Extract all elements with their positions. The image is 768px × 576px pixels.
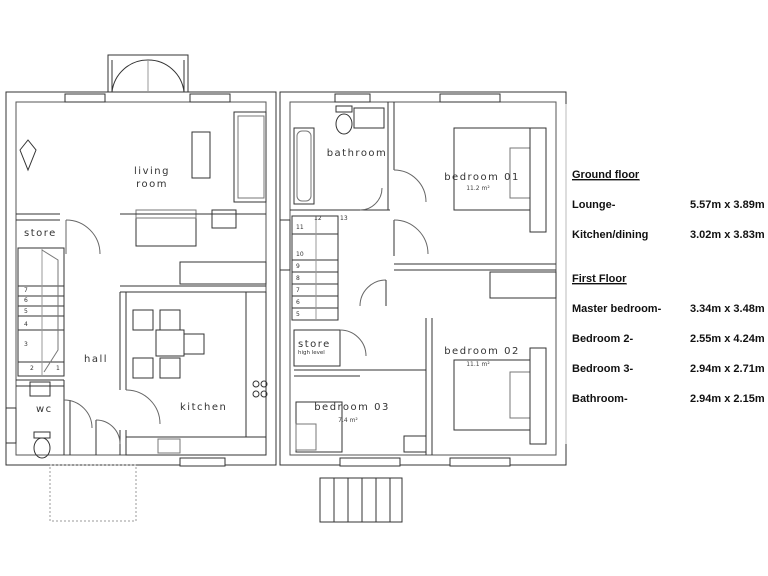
- steps: [319, 477, 403, 523]
- legend-label: Bathroom-: [572, 393, 628, 405]
- kitchen-table: [155, 329, 185, 357]
- legend-value: 3.02m x 3.83m: [690, 229, 765, 241]
- sofa-2: [135, 209, 197, 247]
- stair-num: 7: [296, 287, 300, 294]
- kitchen-counter-bottom: [125, 436, 267, 456]
- wc-label: wc: [36, 404, 53, 415]
- bedroom02-label: bedroom 02: [444, 346, 520, 357]
- kitchen-label: kitchen: [180, 402, 227, 413]
- bathroom-sink: [353, 107, 385, 129]
- ground-floor: [5, 54, 277, 522]
- stair-num: 9: [296, 263, 300, 270]
- window: [334, 93, 371, 103]
- window: [279, 219, 291, 271]
- window: [449, 457, 511, 467]
- stair-numbers-ground: 7 6 5 4 3 2 1: [24, 287, 60, 372]
- first-floor-heading: First Floor: [572, 273, 627, 285]
- legend-label: Lounge-: [572, 199, 616, 211]
- garden-doors: [107, 54, 189, 93]
- legend-label: Bedroom 2-: [572, 333, 633, 345]
- legend-value: 3.34m x 3.48m: [690, 303, 765, 315]
- store-ground-label: store: [24, 228, 57, 239]
- window: [5, 407, 17, 444]
- legend-label: Bedroom 3-: [572, 363, 633, 375]
- bed-02: [453, 359, 531, 431]
- store-first-sublabel: high level: [298, 350, 325, 356]
- legend-label: Master bedroom-: [572, 303, 662, 315]
- porch: [49, 464, 137, 522]
- stair-num: 11: [296, 224, 304, 231]
- living-room-label-1: living: [134, 166, 170, 177]
- legend-label: Kitchen/dining: [572, 229, 648, 241]
- legend-value: 2.94m x 2.71m: [690, 363, 765, 375]
- store-first: [293, 329, 341, 367]
- first-floor: [279, 91, 567, 523]
- lamp: [19, 139, 37, 172]
- hall-label: hall: [84, 354, 108, 365]
- sofa: [233, 111, 267, 203]
- stair-num: 13: [340, 215, 348, 222]
- desk: [489, 271, 557, 299]
- window: [179, 457, 226, 467]
- stair-num: 8: [296, 275, 300, 282]
- stair-numbers-first: 11 10 12 13 9 8 7 6 5: [296, 215, 348, 318]
- toilet: [335, 113, 353, 135]
- stair-num: 12: [314, 215, 322, 222]
- stair-num: 7: [24, 287, 28, 294]
- wc-basin: [29, 381, 51, 397]
- bedroom01-area: 11.2 m²: [466, 185, 490, 192]
- kitchen-counter: [245, 291, 267, 438]
- stair-num: 2: [30, 365, 34, 372]
- unit: [179, 261, 267, 285]
- window: [189, 93, 231, 103]
- dimensions-legend: Ground floor Lounge- 5.57m x 3.89m Kitch…: [565, 104, 765, 444]
- window: [339, 457, 401, 467]
- stair-num: 5: [24, 308, 28, 315]
- bedroom03-label: bedroom 03: [314, 402, 390, 413]
- wardrobe-02: [529, 347, 547, 445]
- dining-table-lounge: [191, 131, 211, 179]
- armchair: [211, 209, 237, 229]
- stair-num: 1: [56, 365, 60, 372]
- staircase-first: [291, 215, 339, 321]
- ground-inner-wall: [15, 101, 267, 456]
- window: [439, 93, 501, 103]
- legend-value: 5.57m x 3.89m: [690, 199, 765, 211]
- bedroom01-label: bedroom 01: [444, 172, 520, 183]
- window: [64, 93, 106, 103]
- stair-num: 5: [296, 311, 300, 318]
- stair-num: 4: [24, 321, 28, 328]
- legend-value: 2.55m x 4.24m: [690, 333, 765, 345]
- cabinet-03: [403, 435, 427, 453]
- staircase-ground: [17, 247, 65, 377]
- stair-num: 10: [296, 251, 304, 258]
- ground-floor-heading: Ground floor: [572, 169, 640, 181]
- living-room-label-2: room: [136, 179, 168, 190]
- legend-value: 2.94m x 2.15m: [690, 393, 765, 405]
- stair-num: 6: [24, 297, 28, 304]
- bedroom03-area: 7.4 m²: [338, 417, 358, 424]
- bathroom-label: bathroom: [327, 148, 388, 159]
- sink: [157, 438, 181, 454]
- stair-num: 3: [24, 341, 28, 348]
- store-first-label: store: [298, 339, 331, 350]
- bedroom02-area: 11.1 m²: [466, 361, 490, 368]
- wardrobe: [529, 127, 547, 233]
- stair-num: 6: [296, 299, 300, 306]
- bath: [293, 127, 315, 205]
